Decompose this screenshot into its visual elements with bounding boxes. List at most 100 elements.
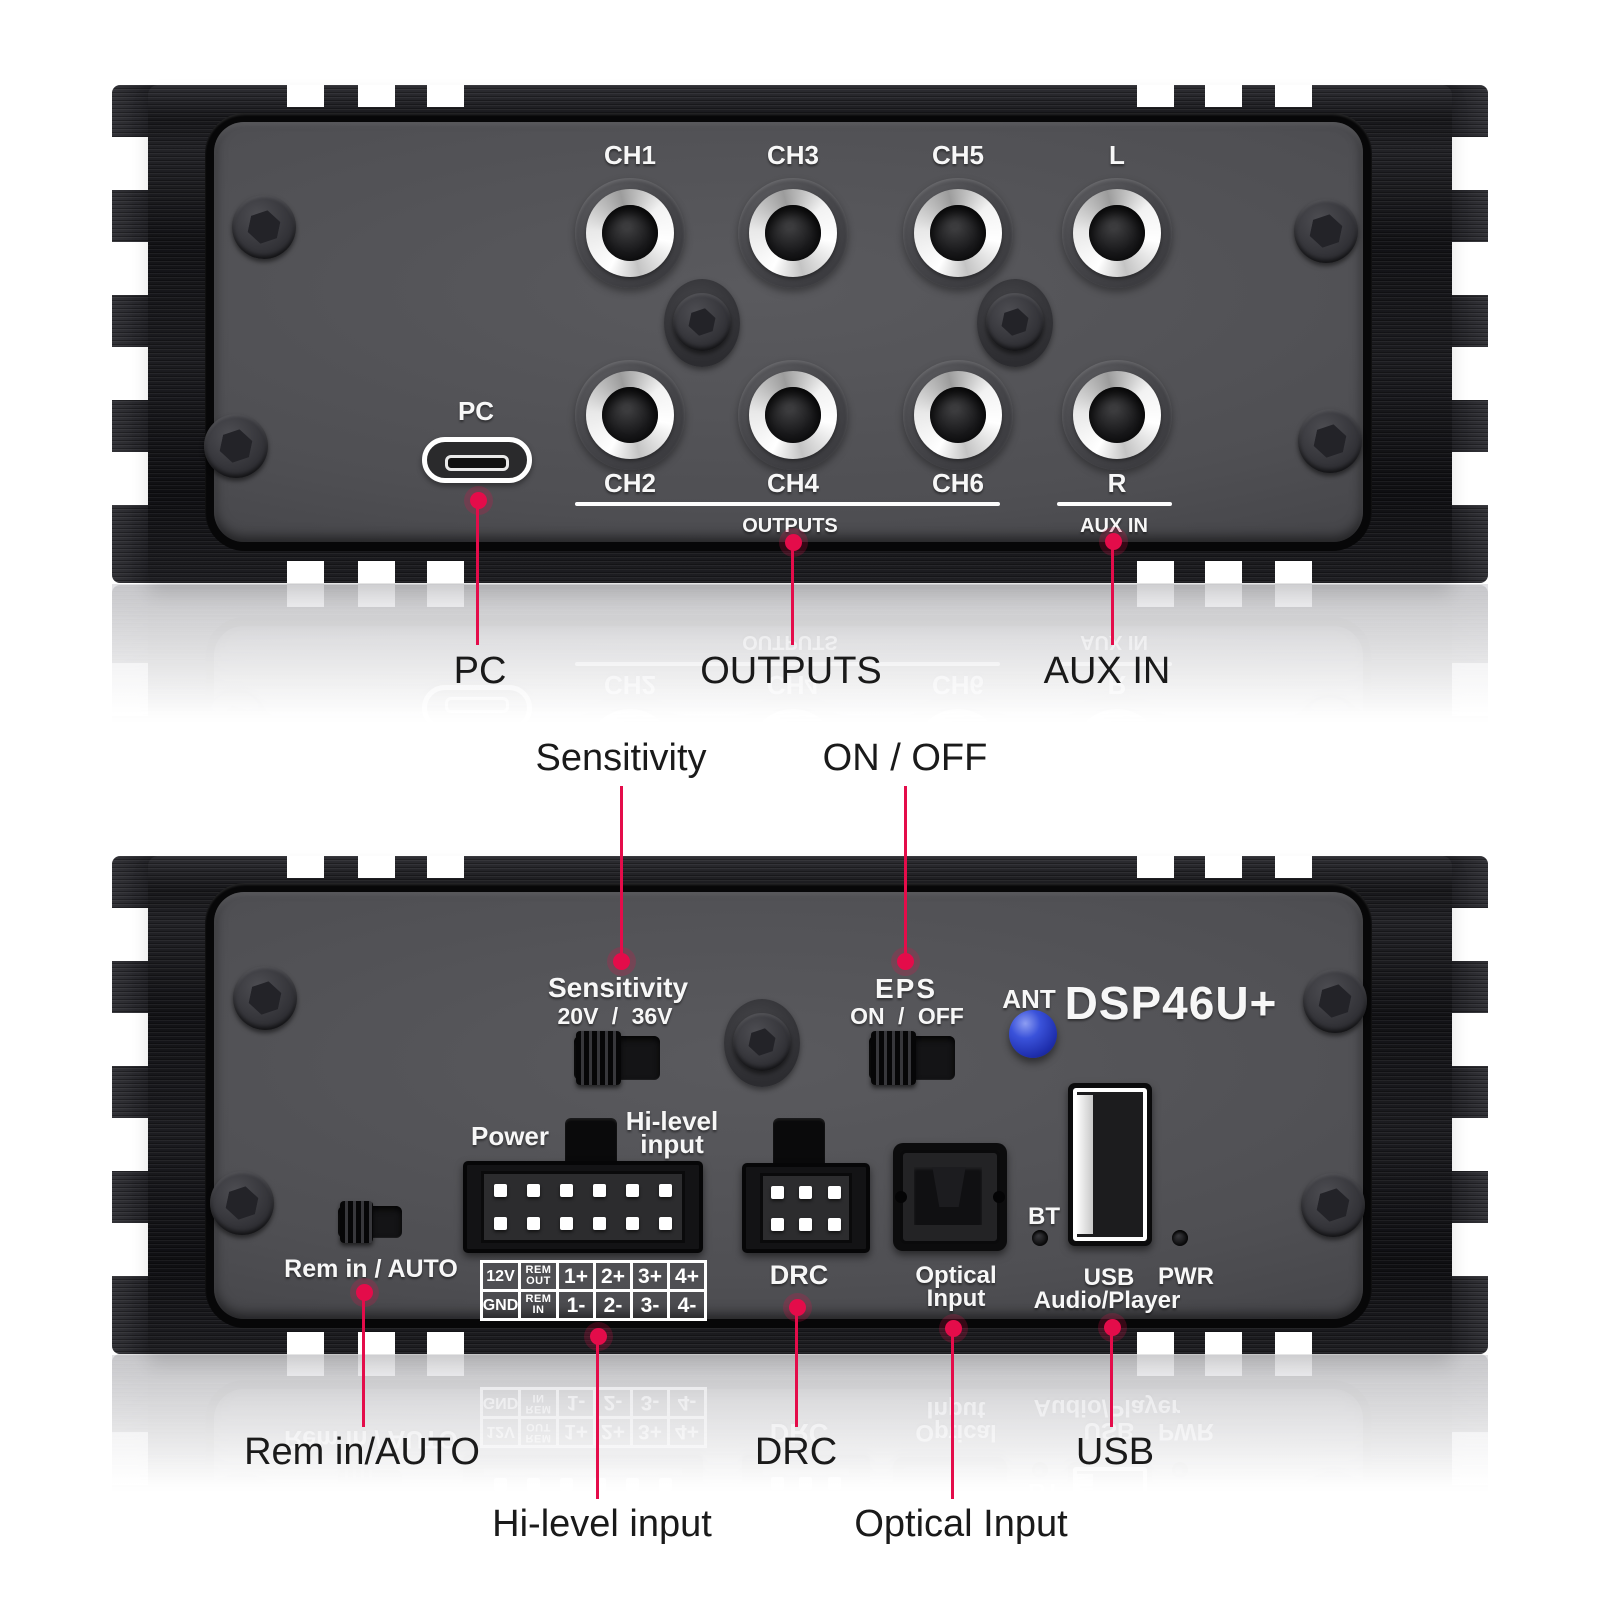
connector-pin (770, 1217, 784, 1231)
callout-dot-pc (470, 492, 487, 509)
bottom-reflection-shade (112, 1355, 1488, 1503)
callout-line-rem (362, 1297, 365, 1427)
heatsink-notch (287, 1332, 324, 1354)
callout-line-sensitivity (620, 786, 623, 956)
eps-label: EPS (874, 973, 938, 1004)
rca-jack-ch4[interactable] (738, 360, 848, 470)
drc-label: DRC (769, 1260, 829, 1290)
terminal-cell: 4+ (670, 1263, 707, 1292)
jack-label-ch2: CH2 (603, 468, 657, 498)
connector-pin (770, 1185, 784, 1199)
hex-screw-icon (986, 293, 1044, 351)
sensitivity-switch[interactable] (574, 1031, 660, 1085)
connector-pin (593, 1217, 606, 1230)
callout-dot-sensitivity (613, 953, 630, 970)
connector-pin (626, 1184, 639, 1197)
callout-label-hi-level: Hi-level input (492, 1503, 712, 1545)
hex-screw-icon (204, 414, 268, 478)
connector-pin (560, 1217, 573, 1230)
rca-jack-ch2[interactable] (575, 360, 685, 470)
heatsink-notch (1205, 85, 1242, 107)
heatsink-notch (1137, 1332, 1174, 1354)
heatsink-notch (287, 561, 324, 583)
rem-in-auto-switch[interactable] (338, 1201, 402, 1243)
callout-line-on-off (904, 786, 907, 956)
callout-dot-rem (356, 1284, 373, 1301)
jack-label-ch1: CH1 (603, 140, 657, 170)
rem-in-auto-label: Rem in / AUTO (284, 1255, 458, 1283)
connector-pin (799, 1185, 813, 1199)
usb-port[interactable] (1068, 1083, 1152, 1246)
rca-jack-aux-l[interactable] (1062, 178, 1172, 288)
hex-screw-icon (1294, 199, 1358, 263)
hex-screw-icon (1298, 409, 1362, 473)
heatsink-notch (1275, 561, 1312, 583)
sensitivity-values: 20V / 36V (557, 1003, 673, 1029)
connector-pin (828, 1217, 842, 1231)
callout-dot-aux-in (1105, 533, 1122, 550)
connector-pin (659, 1184, 672, 1197)
terminal-cell: 1- (559, 1292, 596, 1321)
model-name: DSP46U+ (1064, 977, 1278, 1029)
ant-label: ANT (1002, 984, 1056, 1014)
callout-line-usb (1110, 1332, 1113, 1427)
hex-screw-icon (232, 195, 296, 259)
connector-pin (799, 1217, 813, 1231)
eps-switch[interactable] (869, 1031, 955, 1085)
callout-dot-hi-level (590, 1328, 607, 1345)
ant-button[interactable] (1009, 1010, 1057, 1058)
heatsink-notch (427, 85, 464, 107)
rca-jack-ch6[interactable] (903, 360, 1013, 470)
callout-label-sensitivity: Sensitivity (535, 737, 707, 779)
optical-input-port[interactable] (893, 1143, 1007, 1251)
drc-connector[interactable] (742, 1163, 870, 1253)
heatsink-notch (427, 856, 464, 878)
bt-led (1032, 1230, 1048, 1246)
power-hi-level-connector[interactable] (463, 1161, 703, 1253)
bt-label: BT (1028, 1203, 1060, 1230)
terminal-cell: 4- (670, 1292, 707, 1321)
rca-jack-ch1[interactable] (575, 178, 685, 288)
terminal-cell: GND (483, 1292, 521, 1321)
hex-screw-icon (1301, 1173, 1365, 1237)
rca-jack-ch3[interactable] (738, 178, 848, 288)
heatsink-notch (358, 1332, 395, 1354)
callout-dot-optical (945, 1320, 962, 1337)
pwr-label: PWR (1158, 1263, 1214, 1290)
heatsink-notch (427, 561, 464, 583)
callout-label-rem: Rem in/AUTO (244, 1431, 480, 1473)
jack-label-r: R (1107, 468, 1127, 498)
connector-pin (659, 1217, 672, 1230)
heatsink-notch (1205, 856, 1242, 878)
usb-c-port-pc[interactable] (422, 437, 532, 483)
outputs-underline (575, 502, 1000, 506)
callout-dot-drc (789, 1299, 806, 1316)
connector-pin (560, 1184, 573, 1197)
callout-line-drc (795, 1312, 798, 1427)
heatsink-notch (358, 856, 395, 878)
callout-label-usb: USB (1075, 1431, 1155, 1473)
terminal-cell: 1+ (559, 1263, 596, 1292)
hex-screw-icon (210, 1171, 274, 1235)
heatsink-notch (1275, 1332, 1312, 1354)
connector-pin (527, 1217, 540, 1230)
usb-label: USB (1083, 1264, 1135, 1291)
heatsink-notch (1205, 561, 1242, 583)
rca-jack-ch5[interactable] (903, 178, 1013, 288)
aux-group-label: AUX IN (1080, 515, 1148, 537)
connector-latch (773, 1118, 825, 1163)
jack-label-ch5: CH5 (931, 140, 985, 170)
callout-label-on-off: ON / OFF (822, 737, 988, 779)
hex-screw-icon (733, 1013, 791, 1071)
callout-line-hi-level (596, 1341, 599, 1499)
heatsink-notch (1205, 1332, 1242, 1354)
connector-pin (593, 1184, 606, 1197)
callout-dot-on-off (897, 953, 914, 970)
pwr-led (1172, 1230, 1188, 1246)
heatsink-notch (1275, 856, 1312, 878)
rca-jack-aux-r[interactable] (1062, 360, 1172, 470)
jack-label-ch6: CH6 (931, 468, 985, 498)
